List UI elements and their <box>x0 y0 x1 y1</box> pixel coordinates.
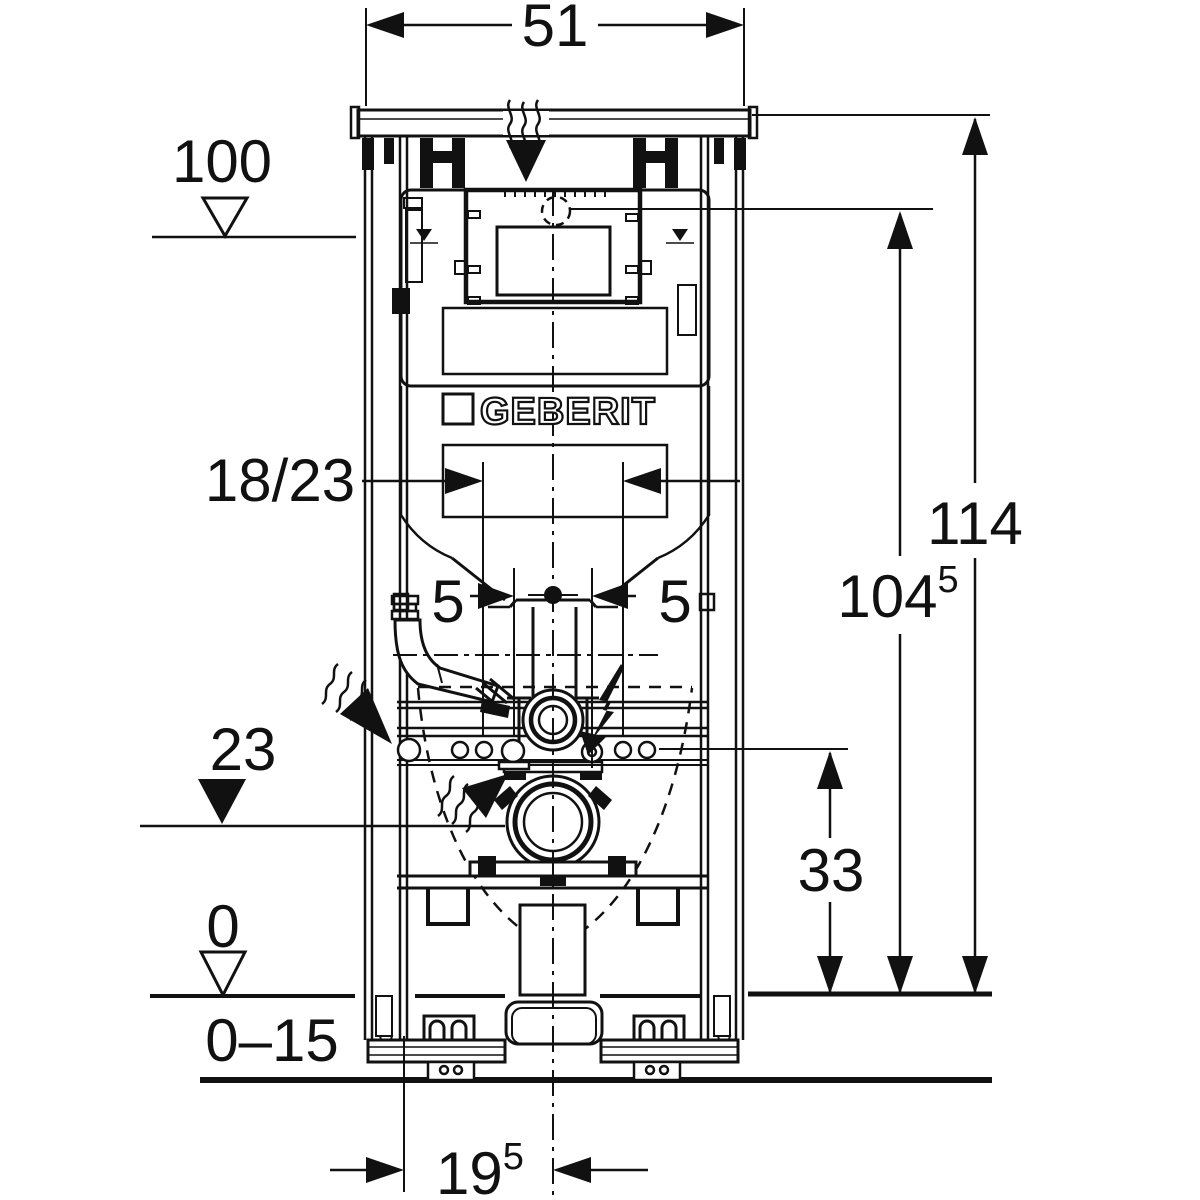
dim-label-offset-5-left: 5 <box>431 568 465 635</box>
dim-114-line <box>962 117 988 994</box>
pan-hanger-bracket-right <box>638 888 678 924</box>
dim-label-height-114: 114 <box>927 490 1023 557</box>
outlet-clip-right <box>588 786 612 810</box>
dim-label-depth-19-5: 195 <box>436 1136 524 1200</box>
air-arrow-se <box>340 688 392 744</box>
rail-verticals <box>365 136 743 1040</box>
dim-label-height-104-5: 1045 <box>837 559 959 630</box>
bend-detail <box>437 664 442 683</box>
shaft-clips <box>455 211 651 304</box>
dim-label-floor-0-15: 0–15 <box>205 1007 339 1074</box>
dim-51-line <box>366 12 744 38</box>
brand-logo: GEBERIT <box>443 390 656 434</box>
brand-logo-square <box>443 394 473 424</box>
floor-lines <box>150 994 992 1080</box>
dim-label-level-23: 23 <box>209 716 277 783</box>
dim-label-width-51: 51 <box>521 0 589 59</box>
dim-label-offset-5-right: 5 <box>658 568 692 635</box>
dim-33-line <box>817 751 843 994</box>
superscript: 5 <box>937 559 959 601</box>
shaft-ticks <box>505 191 605 197</box>
actuation-dashed-circle <box>542 197 570 225</box>
brand-logo-text: GEBERIT <box>480 391 656 433</box>
fill-valve <box>392 198 696 335</box>
foot-left <box>368 996 505 1080</box>
cistern-mid-panel <box>443 308 667 374</box>
protection-box <box>401 190 709 386</box>
superscript: 5 <box>502 1136 524 1178</box>
top-rail-endcap-right <box>749 107 757 138</box>
pan-hanger-bracket-left <box>428 888 468 924</box>
flush-bend <box>392 596 514 718</box>
dim-18-23-line <box>362 468 740 494</box>
dim-19-5-line <box>330 1157 648 1183</box>
top-rail <box>358 110 750 136</box>
lightning-bolt-icon <box>580 664 624 755</box>
cistern-body-sides <box>401 386 709 558</box>
flush-pipe-vertical <box>533 607 576 700</box>
water-level-mark-left <box>410 229 438 243</box>
level-marker-23 <box>140 779 505 826</box>
top-rail-endcap-left <box>351 107 359 138</box>
water-level-mark-right <box>666 229 694 243</box>
level-marker-0 <box>201 952 245 995</box>
foot-right <box>601 996 738 1080</box>
dim-label-flush-18-23: 18/23 <box>204 447 356 514</box>
air-flow-top <box>503 100 549 182</box>
wc-pan-outline <box>393 655 692 948</box>
level-marker-filled <box>198 779 246 824</box>
outlet-clip-left <box>494 786 518 810</box>
dim-label-height-33: 33 <box>797 837 865 904</box>
cistern <box>392 190 709 700</box>
air-flow-left <box>322 664 392 744</box>
dim-label-level-100: 100 <box>171 128 273 195</box>
pan-body-dashed <box>418 688 692 948</box>
dim-label-level-0: 0 <box>206 893 240 960</box>
rail-bolt-right <box>700 594 714 610</box>
dim-5-lines <box>470 583 636 609</box>
level-marker-open <box>201 952 245 995</box>
level-marker-100 <box>152 198 356 237</box>
bend-clamp-foot <box>480 700 510 718</box>
frame-structure <box>351 107 757 1040</box>
hanger-brackets <box>362 138 746 188</box>
dim-104-line <box>887 211 913 994</box>
level-marker-open <box>203 198 247 236</box>
air-arrow-down <box>506 140 546 182</box>
air-arrow-ne <box>462 774 508 818</box>
